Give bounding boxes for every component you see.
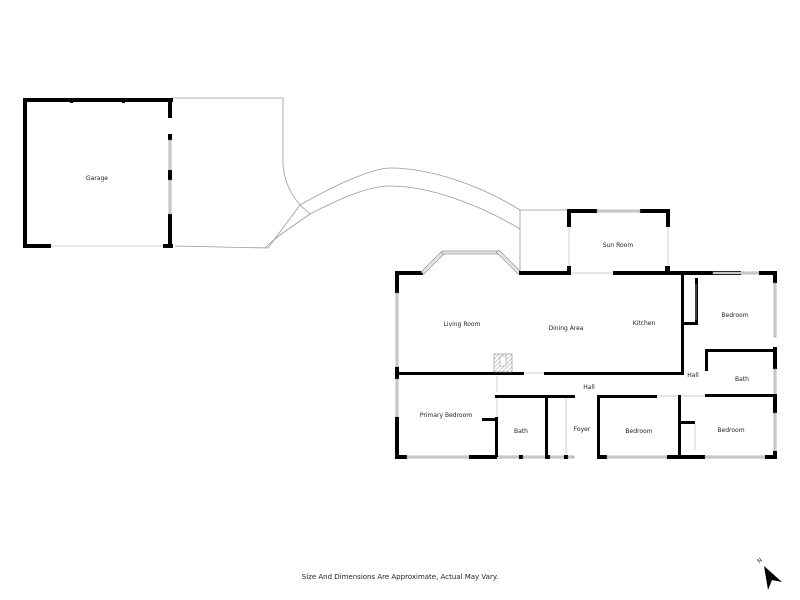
label-bedroom-s: Bedroom [625,428,652,435]
disclaimer-text: Size And Dimensions Are Approximate, Act… [301,573,499,581]
label-hall-east: Hall [687,372,699,379]
garage [23,98,173,248]
label-dining-area: Dining Area [548,325,583,332]
main-house [395,249,777,459]
north-arrow-icon: N [756,557,782,590]
label-garage: Garage [86,175,108,182]
label-primary-bedroom: Primary Bedroom [420,412,472,419]
label-living-room: Living Room [444,321,481,328]
label-hall-center: Hall [583,384,595,391]
compass-label: N [756,557,764,565]
label-bath-primary: Bath [514,428,528,435]
room-labels: Garage Sun Room Living Room Dining Area … [86,175,749,435]
driveway-outline [171,97,568,271]
label-kitchen: Kitchen [633,320,656,327]
label-foyer: Foyer [574,426,591,433]
label-sun-room: Sun Room [603,242,634,249]
sun-room [567,209,670,272]
interior-walls [397,274,777,457]
label-bath-east: Bath [735,376,749,383]
label-bedroom-se: Bedroom [717,427,744,434]
label-bedroom-ne: Bedroom [721,312,748,319]
